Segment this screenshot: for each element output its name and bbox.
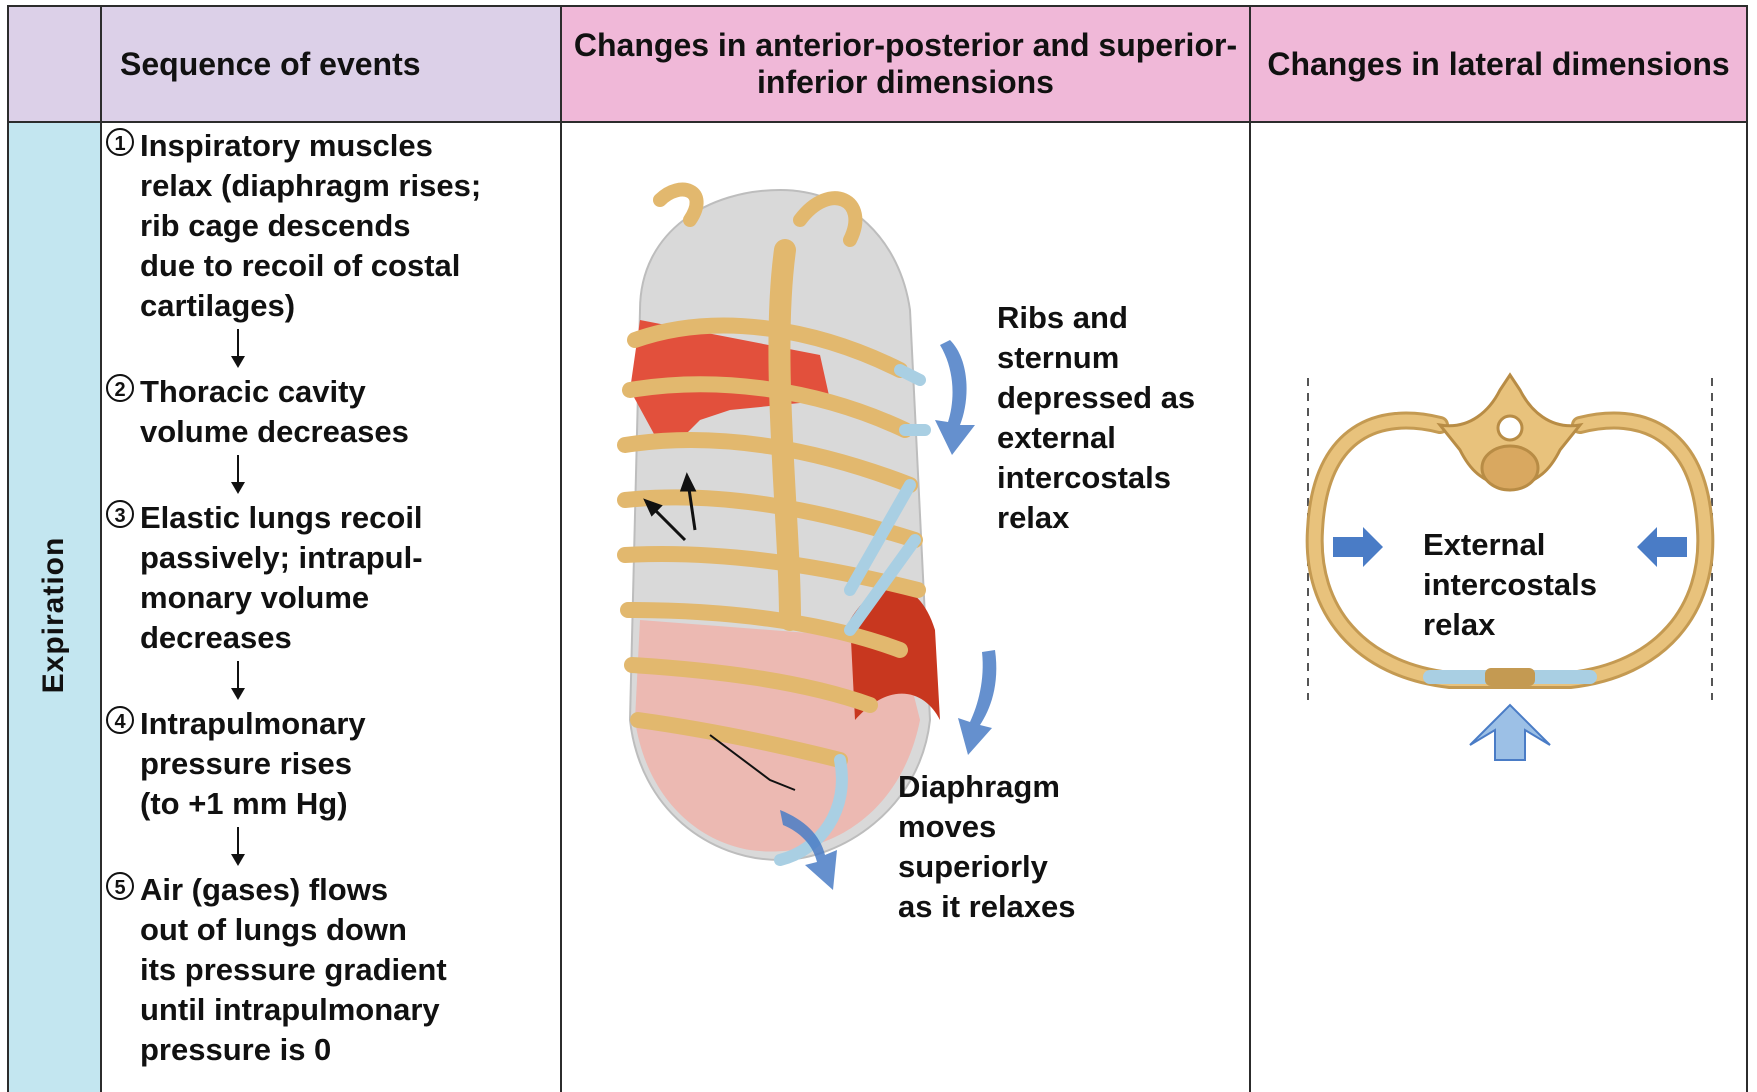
down-arrow-icon: [228, 658, 248, 704]
event-sequence: 1 Inspiratory muscles relax (diaphragm r…: [100, 126, 550, 1070]
header-ap-si-dimensions: Changes in anterior-posterior and superi…: [560, 5, 1251, 123]
step-text: Elastic lungs recoil passively; intrapul…: [140, 498, 550, 658]
right-inward-arrow-icon: [1637, 527, 1687, 567]
diaphragm-label: Diaphragm moves superiorly as it relaxes: [898, 767, 1076, 927]
step-4: 4 Intrapulmonary pressure rises (to +1 m…: [100, 704, 550, 824]
down-arrow-icon: [228, 326, 248, 372]
step-5: 5 Air (gases) flows out of lungs down it…: [100, 870, 550, 1070]
step-text: Air (gases) flows out of lungs down its …: [140, 870, 550, 1070]
step-number: 4: [106, 706, 134, 734]
step-2: 2 Thoracic cavity volume decreases: [100, 372, 550, 452]
row-label-expiration: Expiration: [37, 537, 71, 694]
down-arrow-icon: [228, 824, 248, 870]
header-sequence-of-events: Sequence of events: [100, 5, 562, 123]
step-3: 3 Elastic lungs recoil passively; intrap…: [100, 498, 550, 658]
step-number: 1: [106, 128, 134, 156]
step-1: 1 Inspiratory muscles relax (diaphragm r…: [100, 126, 550, 326]
step-text: Inspiratory muscles relax (diaphragm ris…: [140, 126, 550, 326]
left-inward-arrow-icon: [1333, 527, 1383, 567]
ribs-down-arrow-icon: [930, 330, 990, 460]
header-lateral-dimensions: Changes in lateral dimensions: [1249, 5, 1748, 123]
step-number: 3: [106, 500, 134, 528]
step-number: 2: [106, 374, 134, 402]
bottom-up-arrow-icon: [1470, 705, 1550, 760]
lower-down-arrow-icon: [775, 800, 855, 900]
step-number: 5: [106, 872, 134, 900]
down-arrow-icon: [228, 452, 248, 498]
diaphragm-arrow-icon: [940, 640, 1010, 760]
external-intercostals-label: External intercostals relax: [1423, 525, 1597, 645]
header-corner: [7, 5, 102, 123]
step-text: Thoracic cavity volume decreases: [140, 372, 550, 452]
step-text: Intrapulmonary pressure rises (to +1 mm …: [140, 704, 550, 824]
ribs-sternum-label: Ribs and sternum depressed as external i…: [997, 298, 1195, 538]
